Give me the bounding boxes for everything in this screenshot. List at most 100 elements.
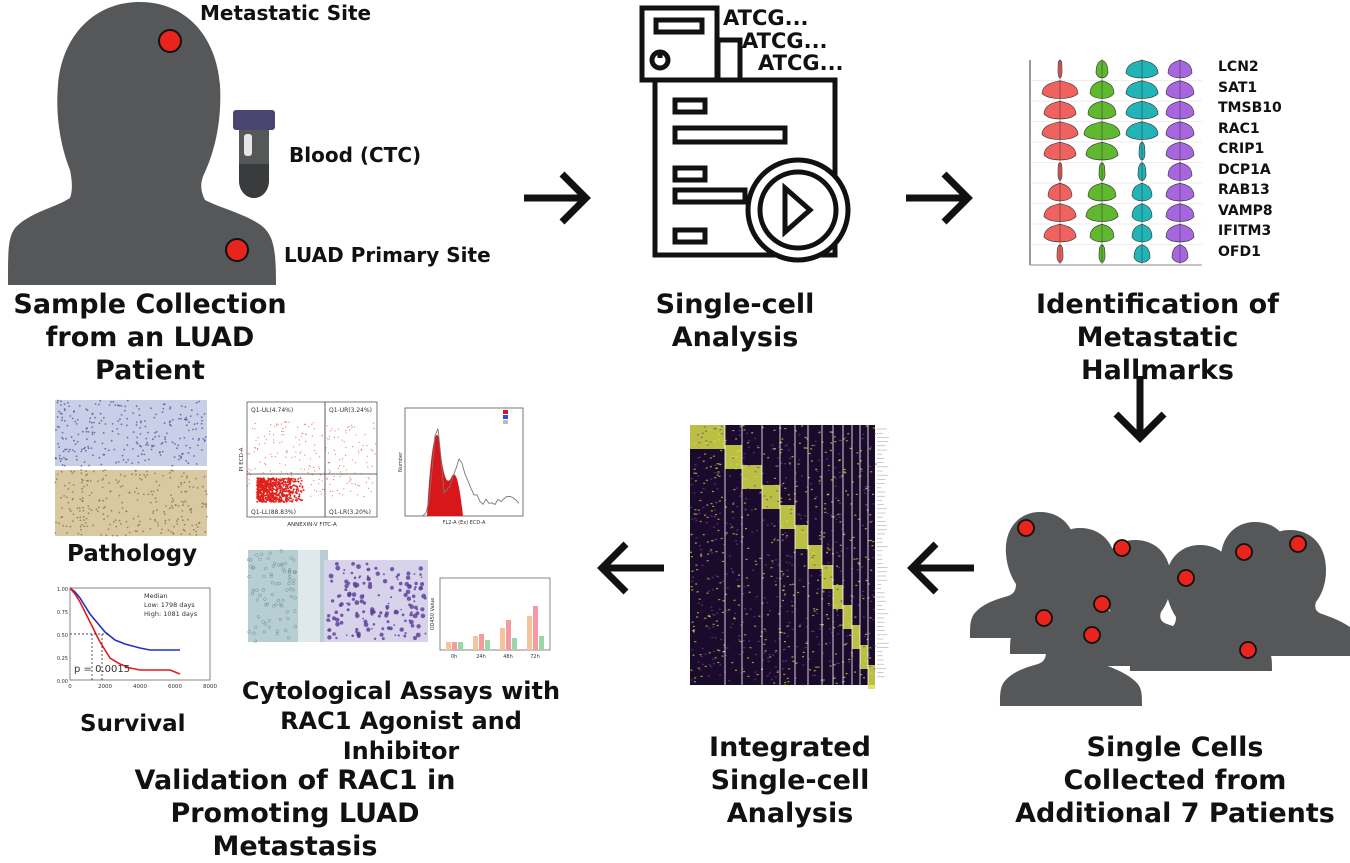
nucleus bbox=[88, 420, 91, 423]
nucleus bbox=[171, 441, 174, 444]
cell bbox=[286, 616, 290, 621]
event-dot bbox=[319, 474, 322, 476]
nucleus bbox=[203, 413, 206, 415]
heatmap-cell bbox=[810, 483, 813, 485]
heatmap-cell bbox=[701, 432, 704, 434]
nucleus bbox=[54, 457, 57, 459]
heatmap-cell bbox=[694, 509, 697, 511]
event-dot bbox=[283, 488, 286, 490]
heatmap-cell bbox=[747, 657, 750, 659]
metastatic-site-dot bbox=[158, 29, 182, 53]
heatmap-cell bbox=[815, 636, 818, 638]
heatmap-cell bbox=[777, 564, 780, 566]
stained-cell bbox=[424, 597, 427, 600]
heatmap-cell bbox=[746, 514, 749, 516]
event-dot bbox=[304, 424, 306, 426]
nucleus bbox=[58, 457, 61, 460]
nucleus bbox=[152, 510, 155, 513]
heatmap-cell bbox=[707, 553, 710, 555]
pathology-blue bbox=[55, 400, 207, 466]
heatmap-cell bbox=[712, 526, 715, 528]
heatmap-cell bbox=[754, 471, 757, 473]
event-dot bbox=[274, 493, 277, 496]
heatmap-cell bbox=[827, 618, 830, 620]
patients-group-icon bbox=[970, 512, 1350, 706]
event-dot bbox=[267, 477, 270, 480]
nucleus bbox=[180, 418, 182, 420]
heatmap-cell bbox=[872, 540, 875, 543]
heatmap-cell bbox=[838, 453, 841, 455]
heatmap-cell bbox=[690, 556, 693, 558]
heatmap-cell bbox=[743, 671, 746, 673]
nucleus bbox=[154, 520, 157, 522]
event-dot bbox=[367, 466, 369, 468]
heatmap-cell bbox=[759, 557, 762, 559]
stained-cell bbox=[351, 597, 355, 601]
heatmap-cell bbox=[815, 468, 818, 470]
cell bbox=[291, 588, 296, 592]
stained-cell bbox=[373, 637, 377, 640]
heatmap-cell bbox=[818, 643, 820, 645]
nucleus bbox=[159, 454, 162, 456]
heatmap-cell bbox=[709, 429, 712, 431]
event-dot bbox=[352, 446, 354, 448]
nucleus bbox=[166, 432, 168, 435]
nucleus bbox=[182, 504, 184, 507]
event-dot bbox=[263, 479, 265, 482]
nucleus bbox=[171, 464, 174, 467]
heatmap-cell bbox=[800, 553, 803, 555]
heatmap-cell bbox=[768, 654, 771, 656]
event-dot bbox=[286, 478, 288, 480]
heatmap-cell bbox=[834, 467, 837, 469]
heatmap-cell bbox=[812, 552, 815, 554]
integrated-analysis-title: Integrated Single-cell Analysis bbox=[690, 731, 890, 830]
nucleus bbox=[73, 450, 76, 453]
event-dot bbox=[247, 453, 249, 455]
heatmap-cell bbox=[739, 495, 742, 497]
event-dot bbox=[351, 424, 353, 426]
nucleus bbox=[201, 427, 204, 430]
heatmap-cell bbox=[773, 429, 776, 431]
heatmap-cell bbox=[840, 550, 843, 552]
heatmap-cell bbox=[812, 651, 815, 653]
heatmap-cell bbox=[750, 509, 753, 511]
event-dot bbox=[373, 427, 375, 430]
heatmap-cell bbox=[842, 438, 845, 440]
heatmap-cell bbox=[713, 614, 716, 616]
heatmap-cell bbox=[835, 518, 838, 520]
event-dot bbox=[279, 482, 281, 484]
cell bbox=[268, 551, 272, 555]
heatmap-cell bbox=[730, 567, 733, 570]
event-dot bbox=[366, 455, 368, 457]
nucleus bbox=[131, 462, 134, 464]
heatmap-cell bbox=[788, 449, 790, 451]
arrow-left-icon bbox=[597, 541, 664, 595]
nucleus bbox=[200, 449, 203, 451]
survival-curve-low bbox=[69, 587, 181, 675]
p-value-label: p = 0.0015 bbox=[74, 664, 130, 675]
nucleus bbox=[58, 446, 60, 449]
cell bbox=[288, 578, 292, 582]
heatmap-cell bbox=[700, 436, 703, 438]
blood-tube-icon bbox=[233, 110, 275, 198]
heatmap-cell bbox=[713, 427, 716, 429]
heatmap-cell bbox=[790, 600, 793, 603]
event-dot bbox=[308, 468, 310, 470]
nucleus bbox=[155, 413, 157, 416]
event-dot bbox=[272, 477, 275, 479]
nucleus bbox=[102, 477, 105, 480]
heatmap-cell bbox=[718, 433, 720, 435]
stained-cell bbox=[414, 585, 417, 589]
heatmap-cell bbox=[819, 476, 822, 478]
heatmap-cell bbox=[802, 586, 805, 588]
pathology-label: Pathology bbox=[67, 541, 198, 567]
heatmap-cell bbox=[721, 552, 724, 554]
nucleus bbox=[110, 509, 113, 512]
cell bbox=[270, 581, 275, 585]
cell bbox=[263, 597, 267, 601]
event-dot bbox=[294, 478, 296, 481]
heatmap-cell bbox=[803, 565, 806, 567]
stained-cell bbox=[363, 619, 368, 624]
nucleus bbox=[64, 448, 66, 451]
event-dot bbox=[346, 482, 348, 484]
